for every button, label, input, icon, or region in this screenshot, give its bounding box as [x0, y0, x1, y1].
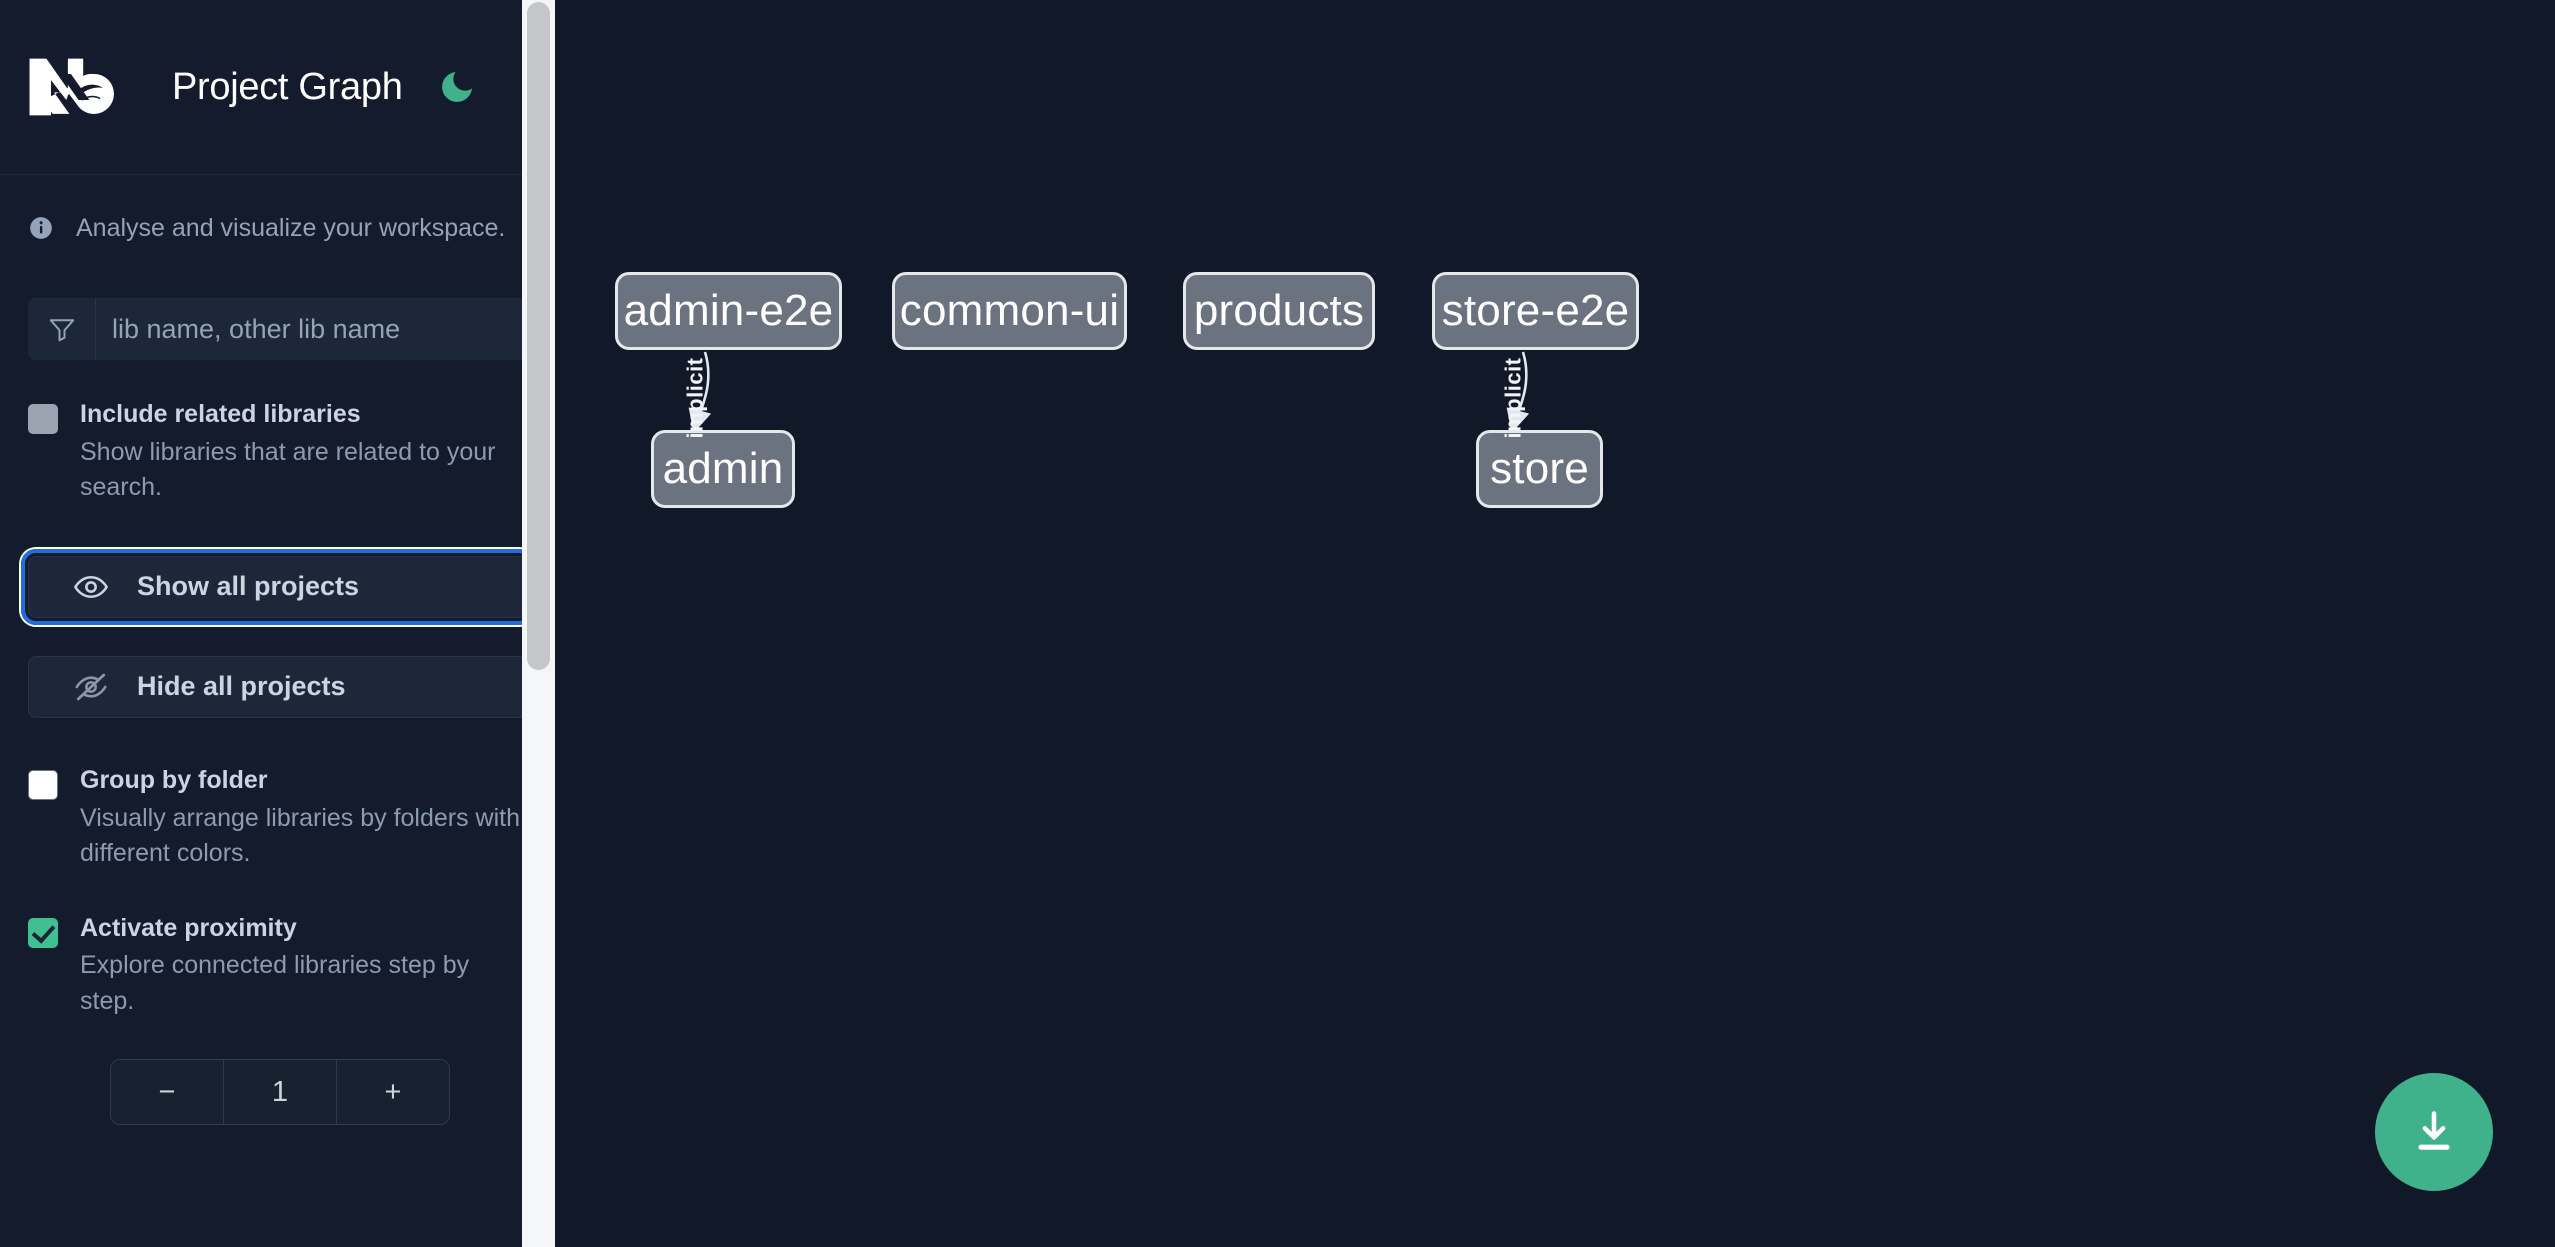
option-text-block: Include related libraries Show libraries… — [80, 398, 525, 506]
filter-search-box[interactable] — [28, 298, 527, 360]
edge-label-store-implicit: implicit — [1500, 357, 1526, 439]
edge-label-admin-implicit: implicit — [682, 357, 708, 439]
graph-node-label: admin-e2e — [623, 286, 834, 335]
tagline-text: Analyse and visualize your workspace. — [76, 214, 506, 242]
funnel-icon — [28, 298, 96, 360]
graph-node-label: store-e2e — [1441, 286, 1630, 335]
sidebar-scrollbar[interactable] — [522, 0, 555, 1247]
option-text-block: Activate proximity Explore connected lib… — [80, 912, 525, 1020]
info-icon — [30, 217, 52, 239]
option-label: Group by folder — [80, 765, 268, 794]
graph-node-products[interactable]: products — [1183, 272, 1375, 350]
option-include-related-libraries[interactable]: Include related libraries Show libraries… — [0, 398, 555, 506]
page-title: Project Graph — [172, 65, 403, 108]
nx-logo — [29, 58, 114, 116]
download-graph-button[interactable] — [2375, 1073, 2493, 1191]
moon-icon-glyph — [441, 72, 472, 102]
eye-off-icon — [75, 673, 107, 701]
graph-node-label: store — [1490, 444, 1589, 493]
option-description: Explore connected libraries step by step… — [80, 951, 470, 1015]
graph-node-label: admin — [662, 444, 784, 493]
graph-node-label: products — [1193, 286, 1365, 335]
hide-all-projects-button[interactable]: Hide all projects — [28, 655, 527, 718]
graph-node-store-e2e[interactable]: store-e2e — [1432, 272, 1639, 350]
graph-node-label: common-ui — [899, 286, 1120, 335]
funnel-icon-glyph — [49, 319, 74, 342]
graph-node-admin[interactable]: admin — [651, 430, 795, 508]
eye-icon — [73, 575, 109, 598]
show-all-projects-label: Show all projects — [137, 571, 360, 602]
sidebar: Project Graph Analyse and visualize your… — [0, 0, 555, 1247]
option-description: Show libraries that are related to your … — [80, 437, 496, 502]
checkbox-activate-proximity[interactable] — [28, 917, 58, 948]
stepper-increment-button[interactable]: + — [336, 1060, 449, 1125]
graph-edges — [688, 351, 1530, 434]
graph-node-admin-e2e[interactable]: admin-e2e — [615, 272, 842, 350]
option-description: Visually arrange libraries by folders wi… — [80, 803, 521, 868]
moon-icon[interactable] — [435, 65, 479, 109]
checkbox-include-related-libraries[interactable] — [28, 404, 58, 434]
graph-canvas[interactable]: admin-e2e common-ui products store-e2e a… — [555, 0, 2555, 1247]
option-label: Include related libraries — [80, 400, 361, 428]
sidebar-scrollbar-thumb[interactable] — [527, 2, 550, 670]
option-label: Activate proximity — [80, 913, 297, 942]
option-group-by-folder[interactable]: Group by folder Visually arrange librari… — [0, 764, 555, 872]
hide-all-projects-label: Hide all projects — [137, 671, 346, 702]
graph-node-common-ui[interactable]: common-ui — [892, 272, 1127, 350]
tagline-row: Analyse and visualize your workspace. — [0, 175, 555, 243]
checkbox-group-by-folder[interactable] — [28, 769, 58, 800]
option-activate-proximity[interactable]: Activate proximity Explore connected lib… — [0, 912, 555, 1020]
option-text-block: Group by folder Visually arrange librari… — [80, 764, 525, 872]
show-all-projects-button[interactable]: Show all projects — [21, 548, 534, 625]
stepper-decrement-button[interactable]: − — [111, 1060, 223, 1125]
graph-node-store[interactable]: store — [1476, 430, 1603, 508]
download-icon — [2418, 1111, 2450, 1150]
search-input[interactable] — [96, 298, 527, 360]
proximity-stepper[interactable]: − 1 + — [110, 1059, 450, 1126]
stepper-value: 1 — [223, 1060, 336, 1125]
sidebar-header: Project Graph — [0, 0, 555, 175]
